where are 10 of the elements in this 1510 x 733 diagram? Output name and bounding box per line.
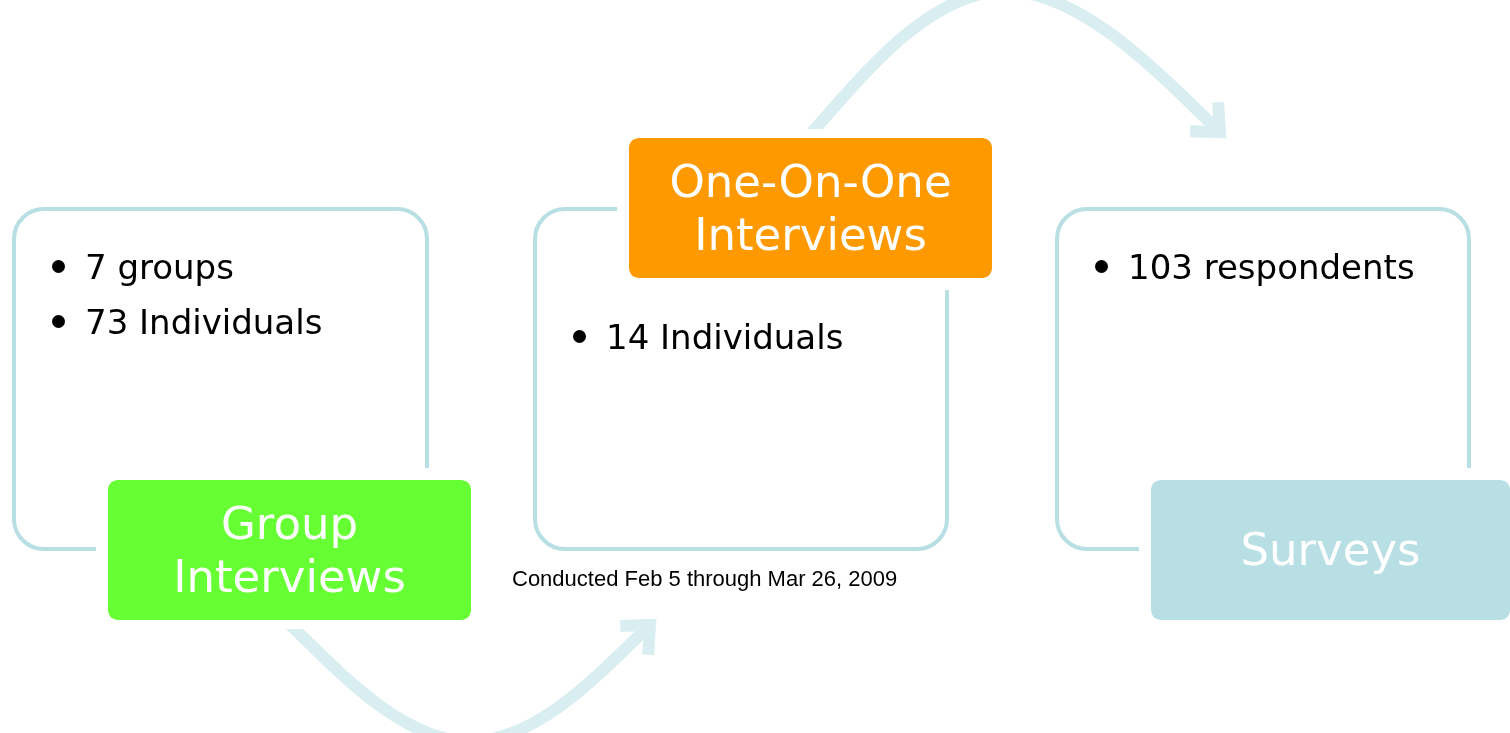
bullet-item: 103 respondents [1095, 247, 1415, 287]
box-title: Surveys [1239, 523, 1422, 577]
note-text: Conducted Feb 5 through Mar 26, 2009 [512, 566, 898, 592]
bullet-item: 73 Individuals [52, 302, 323, 342]
bullet-item: 14 Individuals [573, 317, 844, 357]
curved-arrow [285, 619, 656, 733]
bullet-item: 7 groups [52, 247, 234, 287]
box-title: One-On-One Interviews [668, 154, 953, 262]
curved-arrow [806, 0, 1226, 138]
box-title: Group Interviews [172, 496, 407, 604]
